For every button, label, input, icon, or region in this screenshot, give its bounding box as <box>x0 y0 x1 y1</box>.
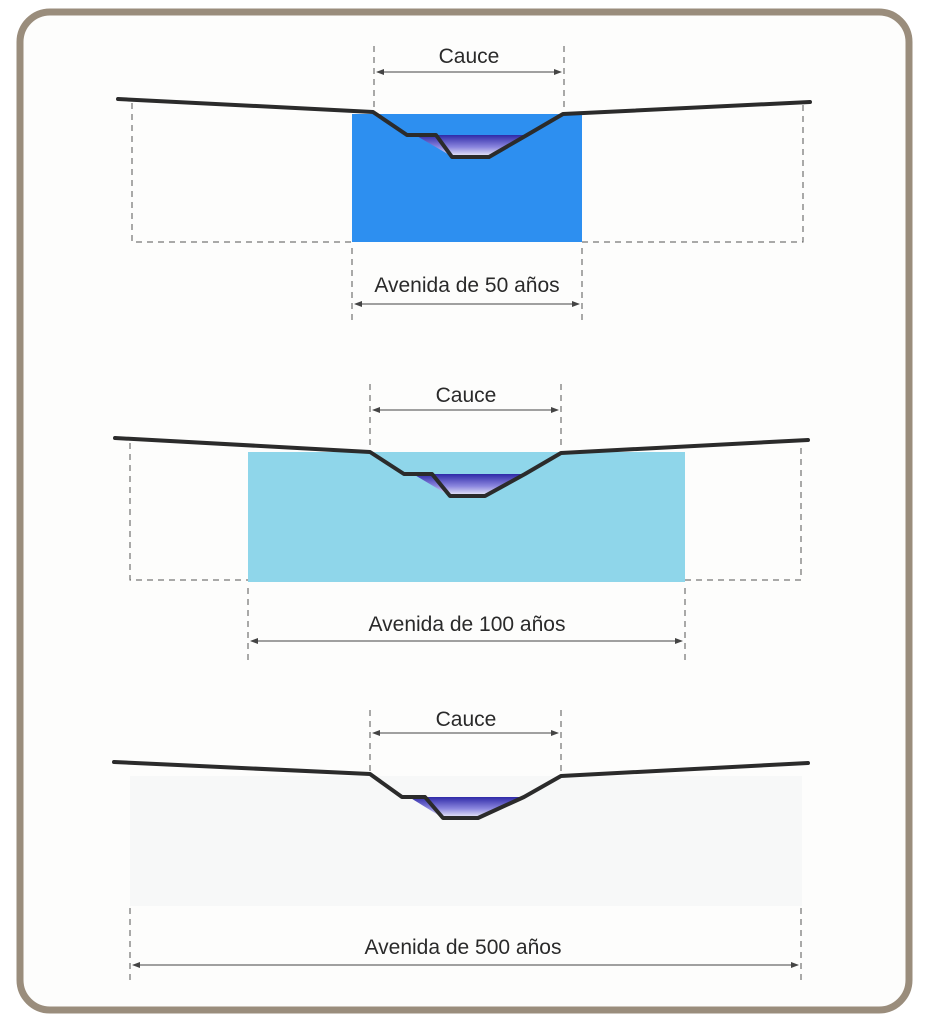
dimension-arrowhead <box>791 962 799 968</box>
dimension-arrowhead <box>551 407 559 413</box>
flood-area-50 <box>352 114 582 242</box>
floodplain-outline-right <box>582 103 804 243</box>
floodplain-outline-left <box>129 443 248 581</box>
panel-500-years: Cauce Avenida de 500 años <box>112 708 810 985</box>
dimension-arrowhead <box>554 69 562 75</box>
ground-profile <box>116 97 812 159</box>
panel-50-years: Cauce Avenida de 50 años <box>116 45 812 322</box>
dimension-arrowhead <box>354 301 362 307</box>
flood-label: Avenida de 100 años <box>369 613 566 636</box>
dimension-arrowhead <box>572 301 580 307</box>
dimension-arrowhead <box>376 69 384 75</box>
floodplain-outline-left <box>131 103 352 243</box>
river-water <box>413 474 525 496</box>
floodplain-outline-right <box>685 443 802 581</box>
panel-100-years: Cauce Avenida de 100 años <box>113 384 810 662</box>
flood-label: Avenida de 500 años <box>365 936 562 959</box>
flood-label: Avenida de 50 años <box>374 274 559 297</box>
ground-profile <box>113 436 810 498</box>
channel-label: Cauce <box>436 384 497 407</box>
dimension-arrowhead <box>551 730 559 736</box>
dimension-arrowhead <box>372 407 380 413</box>
river-water <box>415 135 527 157</box>
flood-area-100 <box>248 452 685 582</box>
flood-area-500 <box>130 776 802 906</box>
dimension-arrowhead <box>372 730 380 736</box>
dimension-arrowhead <box>250 638 258 644</box>
dimension-arrowhead <box>675 638 683 644</box>
ground-profile <box>112 760 810 820</box>
channel-label: Cauce <box>436 708 497 731</box>
dimension-arrowhead <box>132 962 140 968</box>
channel-label: Cauce <box>439 45 500 68</box>
